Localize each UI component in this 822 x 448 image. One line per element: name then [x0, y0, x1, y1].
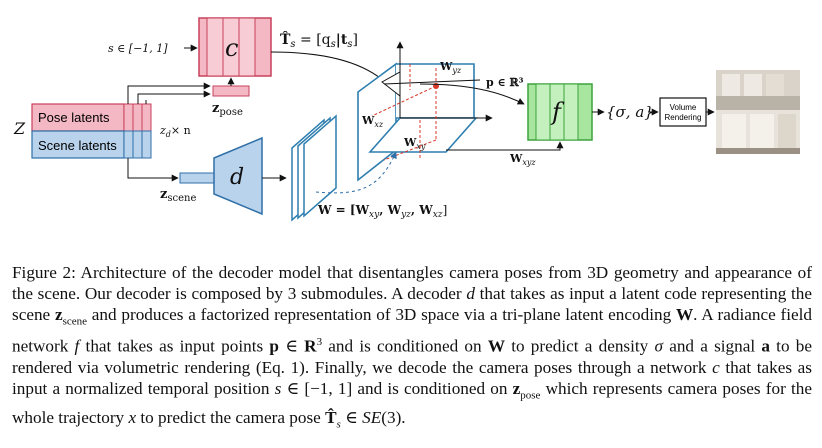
c-module: c — [198, 17, 272, 77]
volume-rendering-line2: Rendering — [665, 113, 702, 122]
latent-columns — [123, 103, 152, 159]
wxyz-to-f-arrow — [446, 141, 564, 151]
volume-rendering-line1: Volume — [670, 103, 697, 112]
w-yz-label: Wyz — [439, 60, 462, 75]
volume-rendering-box: Volume Rendering — [659, 97, 707, 127]
d-module: d — [213, 136, 263, 216]
architecture-diagram: Z Pose latents Scene latents zd× n s ∈ [… — [13, 17, 800, 222]
w-equation: W = [Wxy, Wyz, Wxz] — [317, 203, 447, 220]
scene-latents-block: Scene latents — [31, 130, 125, 159]
triplane-stack — [291, 114, 337, 222]
w-xz-label: Wxz — [361, 114, 384, 129]
c-module-label: c — [225, 34, 238, 62]
z-label: Z — [13, 119, 26, 138]
latent-dims-label: zd× n — [159, 124, 191, 139]
pose-to-c-arrow-2 — [137, 90, 211, 104]
w-xy-label: Wxy — [403, 136, 426, 151]
z-pose-vector — [212, 85, 250, 97]
point-to-f-arrow — [419, 83, 525, 105]
c-to-camera-arrow — [270, 51, 386, 83]
pose-latents-block: Pose latents — [31, 103, 125, 132]
figure-caption: Figure 2: Architecture of the decoder mo… — [12, 263, 813, 431]
pose-to-c-arrow-1 — [127, 82, 211, 104]
s-range-label: s ∈ [−1, 1] — [108, 42, 168, 55]
f-module: f — [527, 83, 593, 141]
pose-latents-label: Pose latents — [38, 110, 110, 125]
camera-ray — [383, 79, 481, 85]
rendered-image — [716, 70, 800, 154]
stack-to-planes-dashed-arrow — [315, 151, 397, 194]
scene-latents-label: Scene latents — [38, 138, 117, 153]
scene-to-zscene-arrow — [127, 158, 179, 182]
p-label: p ∈ ℝ³ — [486, 76, 524, 89]
t-hat-label: T̂s = [qs|ts] — [280, 30, 358, 50]
w-xyz-label: Wxyz — [509, 152, 536, 167]
z-pose-label: zpose — [212, 101, 243, 118]
output-label: {σ, a} — [606, 103, 654, 121]
d-module-label: d — [230, 165, 244, 190]
z-scene-label: zscene — [160, 187, 196, 204]
triplane-3d — [357, 62, 478, 182]
